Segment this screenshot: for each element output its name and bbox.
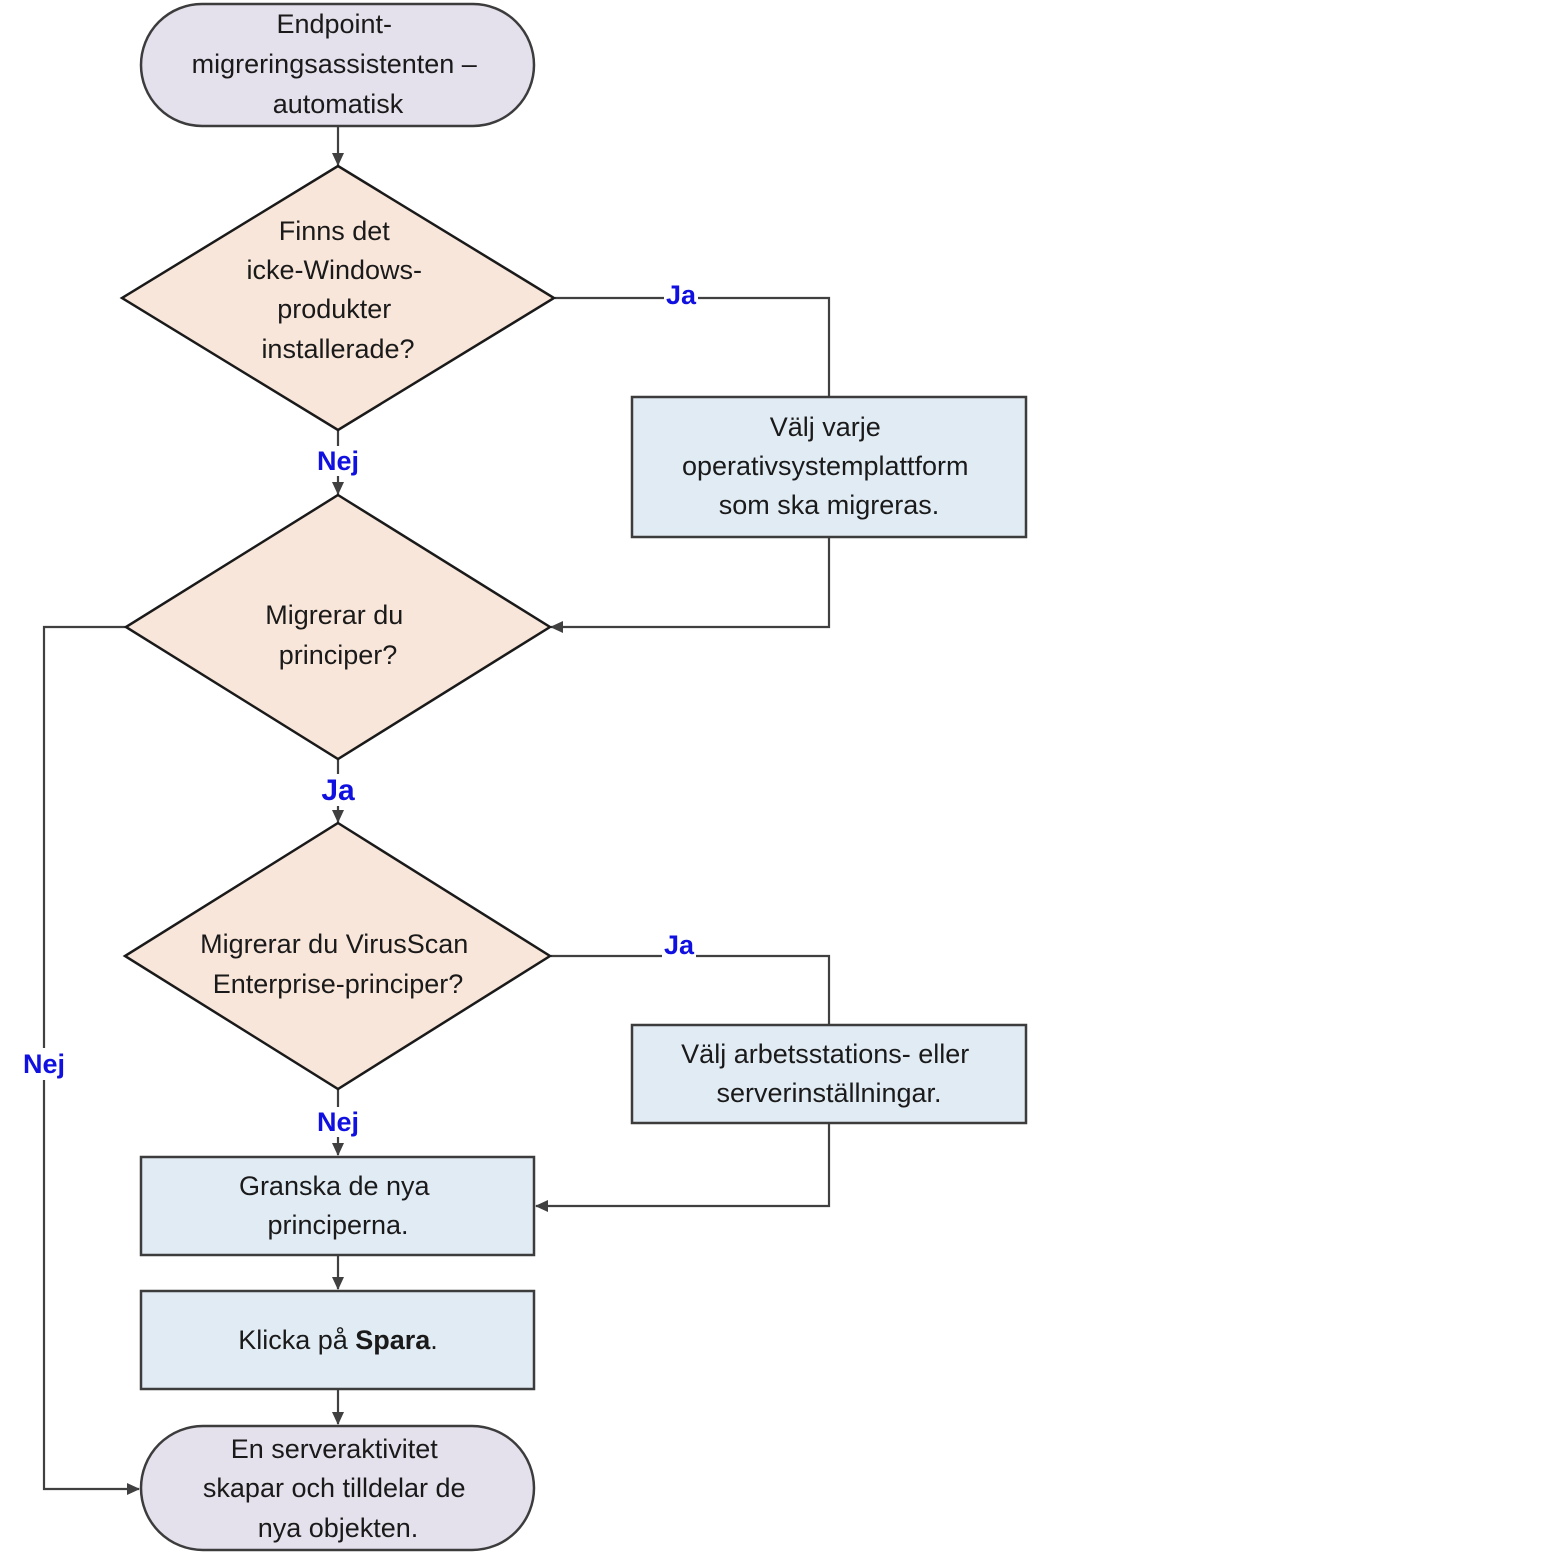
edge-label-nonwindows-no: Nej: [317, 446, 359, 476]
node-text-line: som ska migreras.: [719, 490, 940, 520]
node-text-line: Välj varje: [770, 412, 881, 442]
node-text-line: Granska de nya: [239, 1171, 431, 1201]
node-text-line: skapar och tilldelar de: [203, 1473, 466, 1503]
node-text-line: operativsystemplattform: [682, 451, 969, 481]
node-text-line: Endpoint-: [276, 9, 392, 39]
node-text-line: Migrerar du VirusScan: [200, 929, 468, 959]
node-text-line: serverinställningar.: [716, 1078, 941, 1108]
node-text-line: migreringsassistenten –: [192, 49, 477, 79]
svg-text:Välj arbetsstations- eller: Välj arbetsstations- eller serverinställ…: [681, 1039, 977, 1108]
node-text-line: icke-Windows-: [246, 255, 422, 285]
svg-text:Välj varje operativsyste: Välj varje operativsystemplattform som s…: [682, 412, 976, 520]
decision-migrate-vse-policies: Migrerar du VirusScan Enterprise-princip…: [122, 821, 553, 1091]
svg-text:En serveraktivitet skapa: En serveraktivitet skapar och tilldelar …: [203, 1434, 473, 1543]
save-text-prefix: Klicka på: [238, 1325, 355, 1355]
process-review-policies: Granska de nya principerna.: [139, 1155, 536, 1257]
node-text-line: En serveraktivitet: [231, 1434, 439, 1464]
edge-label-vse-no: Nej: [317, 1107, 359, 1137]
process-select-settings: Välj arbetsstations- eller serverinställ…: [630, 1023, 1028, 1125]
decision-nonwindows-products: Finns det icke-Windows- produkter instal…: [119, 164, 557, 432]
node-text-line: installerade?: [261, 334, 414, 364]
node-text-line: nya objekten.: [258, 1513, 419, 1543]
node-text-line: automatisk: [273, 89, 404, 119]
process-click-save: Klicka på Spara.: [139, 1289, 536, 1391]
save-text-bold: Spara: [355, 1325, 431, 1355]
node-text-line: Finns det: [279, 216, 391, 246]
node-text-line: principer?: [279, 640, 398, 670]
edge-label-policies-yes: Ja: [321, 774, 355, 807]
svg-text:Finns det icke-Windows-: Finns det icke-Windows- produkter instal…: [246, 216, 429, 364]
svg-text:Klicka på Spara.: Klicka på Spara.: [238, 1325, 438, 1355]
connector-decision3-yes: [551, 954, 831, 1024]
node-text-line: principerna.: [267, 1210, 408, 1240]
save-text-suffix: .: [430, 1325, 438, 1355]
svg-text:Granska de nya principer: Granska de nya principerna.: [239, 1171, 437, 1240]
connector-decision1-yes: [555, 296, 831, 396]
process-select-os-platform: Välj varje operativsystemplattform som s…: [630, 395, 1028, 539]
edge-label-vse-yes: Ja: [664, 930, 695, 960]
start-terminal: Endpoint- migreringsassistenten – automa…: [139, 2, 536, 128]
end-terminal: En serveraktivitet skapar och tilldelar …: [139, 1424, 536, 1552]
node-text-line: Migrerar du: [265, 600, 403, 630]
svg-text:Endpoint- migreringsassi: Endpoint- migreringsassistenten – automa…: [192, 9, 485, 119]
decision-migrate-policies: Migrerar du principer?: [123, 493, 553, 761]
node-text-line: produkter: [277, 294, 391, 324]
node-text-line: Enterprise-principer?: [213, 969, 464, 999]
node-text-line: Välj arbetsstations- eller: [681, 1039, 969, 1069]
edge-label-nonwindows-yes: Ja: [666, 280, 697, 310]
edge-label-policies-no: Nej: [23, 1049, 65, 1079]
svg-text:Migrerar du VirusScan En: Migrerar du VirusScan Enterprise-princip…: [200, 929, 476, 999]
svg-text:Migrerar du principer?: Migrerar du principer?: [265, 600, 411, 670]
connector-select-os-to-decision2: [550, 537, 831, 633]
connector-select-settings-to-review: [535, 1123, 831, 1212]
